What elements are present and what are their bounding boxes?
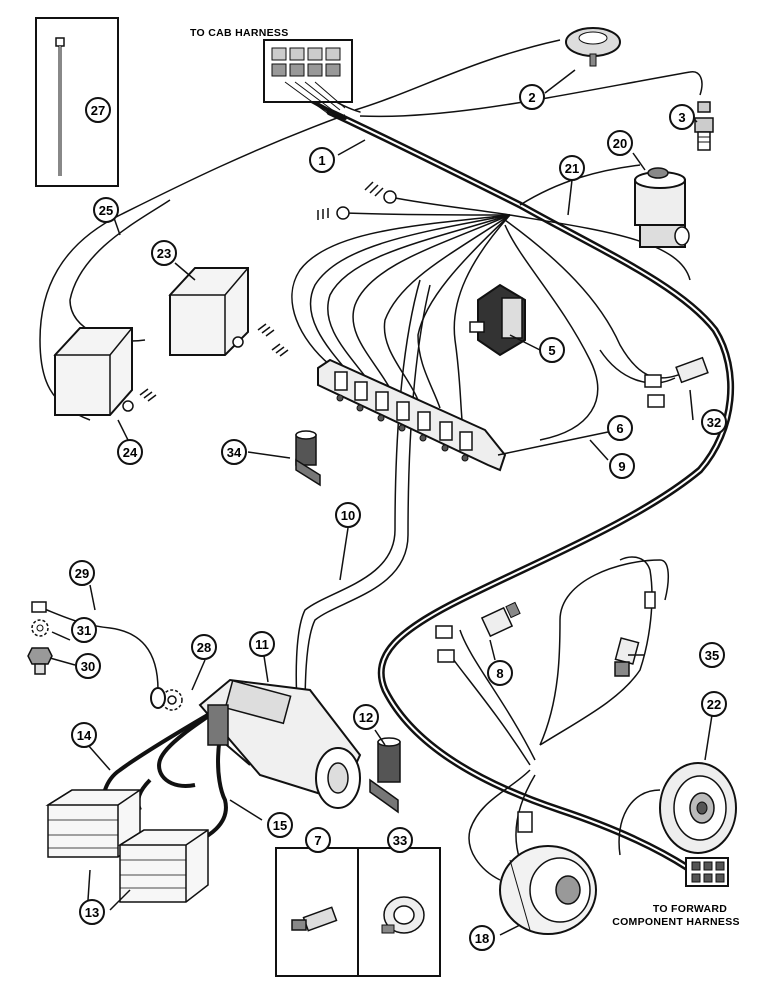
- terminal-29: [31, 601, 166, 709]
- svg-text:14: 14: [77, 728, 92, 743]
- callout-29: 29: [69, 560, 95, 586]
- svg-text:31: 31: [77, 623, 91, 638]
- svg-text:18: 18: [475, 931, 489, 946]
- svg-text:32: 32: [707, 415, 721, 430]
- cab-harness-connector: [263, 39, 353, 116]
- callouts: 1 2 3 20 21 27 25 23 24 5 6 9 32 34 10 2…: [69, 84, 727, 951]
- alternator-18: [499, 811, 597, 935]
- svg-text:20: 20: [613, 136, 627, 151]
- svg-text:8: 8: [496, 666, 503, 681]
- callout-28: 28: [191, 634, 217, 660]
- svg-text:35: 35: [705, 648, 719, 663]
- forward-harness-label-line1: TO FORWARD: [653, 903, 727, 915]
- inset-box-7-33: [275, 847, 441, 977]
- svg-text:12: 12: [359, 710, 373, 725]
- starter-motor-11: [198, 678, 362, 809]
- callout-3: 3: [669, 104, 695, 130]
- callout-18: 18: [469, 925, 495, 951]
- grommet-2: [565, 27, 621, 67]
- callout-6: 6: [607, 415, 633, 441]
- svg-text:11: 11: [255, 637, 269, 652]
- callout-9: 9: [609, 453, 635, 479]
- svg-text:10: 10: [341, 508, 355, 523]
- callout-10: 10: [335, 502, 361, 528]
- sender-3: [694, 101, 714, 151]
- callout-30: 30: [75, 653, 101, 679]
- svg-text:1: 1: [318, 153, 325, 168]
- boot-12: [369, 737, 401, 814]
- callout-24: 24: [117, 439, 143, 465]
- svg-text:21: 21: [565, 161, 579, 176]
- nut-30: [27, 647, 53, 675]
- callout-12: 12: [353, 704, 379, 730]
- callout-34: 34: [221, 439, 247, 465]
- svg-text:25: 25: [99, 203, 113, 218]
- forward-harness-connector: [685, 857, 729, 887]
- svg-text:33: 33: [393, 833, 407, 848]
- solenoid-20: [634, 167, 690, 248]
- callout-11: 11: [249, 631, 275, 657]
- svg-text:15: 15: [273, 818, 287, 833]
- svg-text:23: 23: [157, 246, 171, 261]
- washer-31: [31, 619, 49, 637]
- svg-text:28: 28: [197, 640, 211, 655]
- svg-text:24: 24: [123, 445, 138, 460]
- callout-21: 21: [559, 155, 585, 181]
- ground-symbols: [139, 181, 397, 402]
- callout-27: 27: [85, 97, 111, 123]
- svg-text:30: 30: [81, 659, 95, 674]
- callout-31: 31: [71, 617, 97, 643]
- callout-35: 35: [699, 642, 725, 668]
- callout-1: 1: [309, 147, 335, 173]
- svg-text:27: 27: [91, 103, 105, 118]
- thin-wires: [39, 39, 703, 881]
- svg-text:3: 3: [678, 110, 685, 125]
- callout-23: 23: [151, 240, 177, 266]
- callout-22: 22: [701, 691, 727, 717]
- callout-33: 33: [387, 827, 413, 853]
- pulley-22: [659, 762, 737, 854]
- forward-harness-label-line2: COMPONENT HARNESS: [612, 916, 740, 928]
- svg-text:22: 22: [707, 697, 721, 712]
- relay-24: [53, 327, 134, 416]
- callout-5: 5: [539, 337, 565, 363]
- callout-25: 25: [93, 197, 119, 223]
- svg-text:6: 6: [616, 421, 623, 436]
- relay-5: [469, 283, 526, 357]
- svg-text:2: 2: [528, 90, 535, 105]
- sender-32: [644, 356, 709, 408]
- svg-text:29: 29: [75, 566, 89, 581]
- callout-2: 2: [519, 84, 545, 110]
- cab-harness-label: TO CAB HARNESS: [190, 27, 289, 39]
- callout-32: 32: [701, 409, 727, 435]
- callout-13: 13: [79, 899, 105, 925]
- sender-35: [614, 591, 656, 677]
- svg-text:9: 9: [618, 459, 625, 474]
- switch-8: [435, 601, 521, 663]
- svg-text:5: 5: [548, 343, 555, 358]
- leader-lines: [49, 69, 713, 936]
- relay-23: [168, 267, 249, 356]
- terminal-block-6: [317, 358, 507, 472]
- svg-text:34: 34: [227, 445, 242, 460]
- callout-20: 20: [607, 130, 633, 156]
- callout-7: 7: [305, 827, 331, 853]
- batteries-13: [45, 789, 209, 903]
- callout-15: 15: [267, 812, 293, 838]
- svg-text:7: 7: [314, 833, 321, 848]
- callout-14: 14: [71, 722, 97, 748]
- svg-text:13: 13: [85, 905, 99, 920]
- callout-8: 8: [487, 660, 513, 686]
- boot-34: [295, 430, 321, 487]
